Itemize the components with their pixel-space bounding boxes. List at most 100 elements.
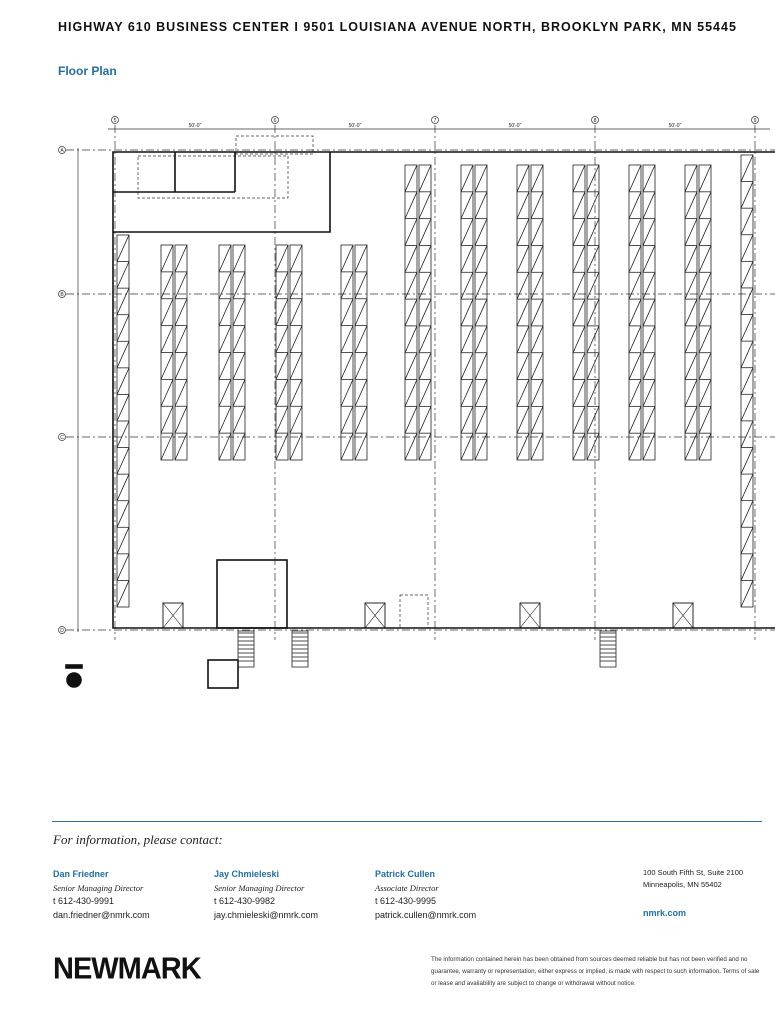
rack-bay	[116, 394, 130, 422]
rack-bay	[530, 218, 544, 246]
rack-bay	[354, 352, 368, 380]
office-walls	[113, 152, 331, 233]
grid-label: 8	[594, 118, 597, 124]
rack-bay	[116, 420, 130, 448]
rack-bay	[572, 245, 586, 273]
grid-bubble	[58, 290, 66, 298]
dock-door	[162, 602, 184, 629]
rack-bay	[474, 406, 488, 434]
contact-email[interactable]: patrick.cullen@nmrk.com	[375, 909, 477, 920]
contact-card: Dan Friedner Senior Managing Director t …	[53, 868, 150, 922]
storage-rack	[642, 164, 656, 461]
rack-bay	[354, 406, 368, 434]
grid-label: 5	[114, 118, 117, 124]
rack-bay	[474, 352, 488, 380]
rack-bay	[418, 352, 432, 380]
grid-label: 9	[754, 118, 757, 124]
website-link[interactable]: nmrk.com	[643, 908, 687, 918]
grid-bubble	[58, 626, 66, 634]
rack-bay	[530, 272, 544, 300]
contact-phone: t 612-430-9982	[214, 896, 276, 906]
rack-bay	[516, 218, 530, 246]
contact-email[interactable]: jay.chmieleski@nmrk.com	[214, 909, 318, 920]
storage-rack	[460, 164, 474, 461]
contact-heading: For information, please contact:	[53, 832, 223, 847]
rack-bay	[586, 218, 600, 246]
rack-bay	[628, 245, 642, 273]
contact-phone: t 612-430-9995	[375, 896, 437, 906]
rack-bay	[340, 379, 354, 407]
rack-bay	[160, 379, 174, 407]
rack-bay	[174, 271, 188, 299]
rack-bay	[232, 432, 246, 461]
rack-bay	[418, 298, 432, 327]
rack-bay	[698, 433, 712, 461]
rack-bay	[418, 218, 432, 246]
dock-door-x	[672, 602, 694, 629]
rack-bay	[642, 406, 656, 434]
disclaimer: The information contained herein has bee…	[431, 956, 760, 987]
contact-email[interactable]: dan.friedner@nmrk.com	[53, 909, 150, 920]
rack-bay	[460, 379, 474, 407]
rack-bay	[698, 272, 712, 300]
rack-bay	[418, 191, 432, 219]
rack-bay	[684, 298, 698, 327]
rack-bay	[275, 406, 289, 434]
rack-bay	[628, 218, 642, 246]
rack-bay	[684, 164, 698, 192]
rack-bay	[116, 287, 130, 315]
rack-bay	[404, 245, 418, 273]
dock-door-x	[364, 602, 386, 629]
rack-bay	[116, 500, 130, 528]
address-line: Minneapolis, MN 55402	[643, 880, 722, 889]
rack-bay	[530, 164, 544, 192]
storage-rack	[698, 164, 712, 461]
rack-bay	[628, 352, 642, 380]
contact-name: Patrick Cullen	[375, 869, 436, 879]
exterior-stair	[291, 630, 309, 668]
rack-bay	[218, 325, 232, 353]
rack-bay	[340, 432, 354, 461]
rack-bay	[289, 298, 303, 326]
rack-bay	[418, 406, 432, 434]
dimension-label: 50'-0"	[189, 123, 202, 129]
rack-bay	[516, 379, 530, 407]
rack-bay	[354, 379, 368, 407]
rack-bay	[218, 352, 232, 380]
grid-bubble	[58, 433, 66, 441]
storage-rack	[516, 164, 530, 461]
rack-bay	[289, 244, 303, 273]
rack-bay	[740, 420, 754, 448]
rack-bay	[474, 325, 488, 353]
rack-bay	[232, 244, 246, 273]
storage-rack	[586, 164, 600, 461]
rack-bay	[116, 314, 130, 342]
grid-bubble	[431, 116, 439, 124]
rack-bay	[460, 298, 474, 327]
rack-bay	[572, 191, 586, 219]
rack-bay	[530, 352, 544, 380]
rack-bay	[572, 164, 586, 192]
storage-rack	[418, 164, 432, 461]
stair-enclosure	[216, 559, 288, 629]
rack-bay	[474, 433, 488, 461]
rack-bay	[404, 352, 418, 380]
rack-bay	[404, 218, 418, 246]
rack-bay	[116, 553, 130, 581]
grid-bubble	[58, 146, 66, 154]
rack-bay	[174, 432, 188, 461]
rack-bay	[698, 406, 712, 434]
rack-bay	[404, 325, 418, 353]
storage-rack	[530, 164, 544, 461]
rack-bay	[684, 406, 698, 434]
rack-bay	[404, 191, 418, 219]
rack-bay	[740, 287, 754, 315]
rack-bay	[586, 406, 600, 434]
rack-bay	[418, 164, 432, 192]
rack-bay	[404, 164, 418, 192]
rack-bay	[218, 298, 232, 326]
rack-bay	[474, 191, 488, 219]
rack-bay	[354, 432, 368, 461]
storage-rack	[740, 154, 754, 608]
rack-bay	[530, 433, 544, 461]
